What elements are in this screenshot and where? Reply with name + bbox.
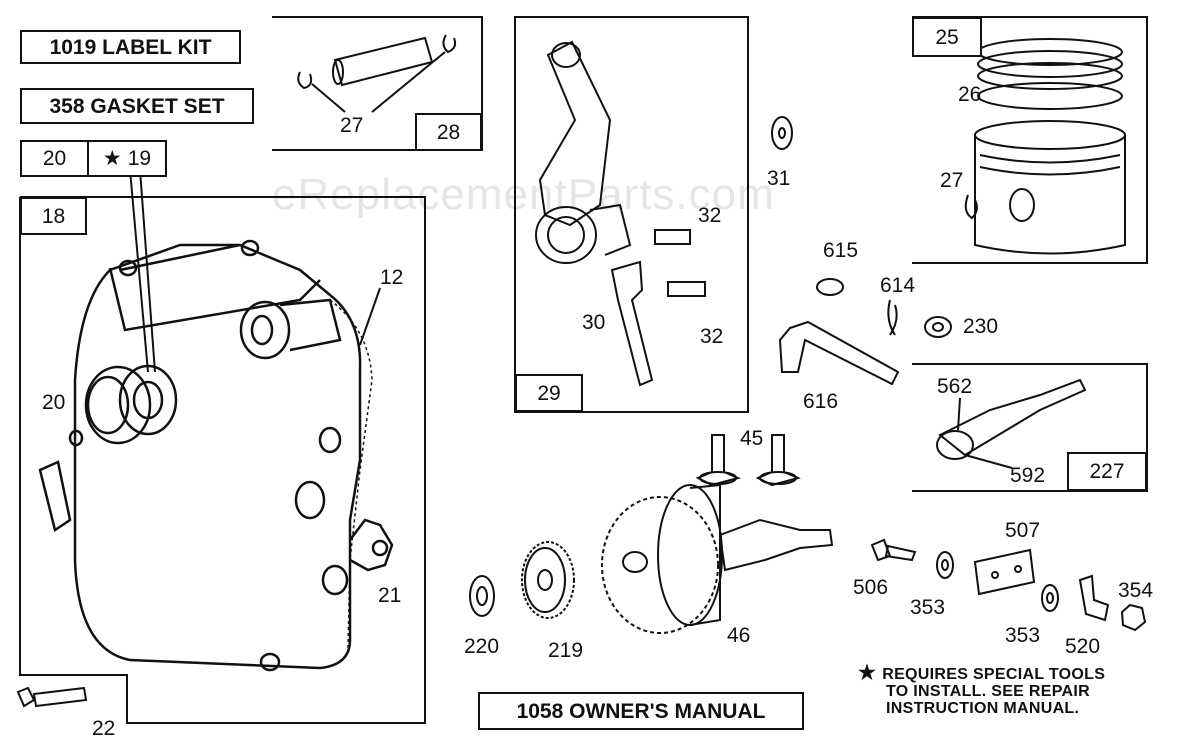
washer-220-drawing xyxy=(469,575,495,617)
callout-32-lower: 32 xyxy=(700,325,724,348)
callout-27-pin-clip: 27 xyxy=(340,114,364,137)
callout-615: 615 xyxy=(823,239,859,262)
leader-19b xyxy=(139,169,156,373)
crankcase-cover-drawing xyxy=(38,239,394,672)
ref-box-20: 20 xyxy=(20,140,89,177)
group-25-frame xyxy=(912,16,1148,264)
group-29-frame xyxy=(514,16,749,413)
piston-drawing xyxy=(964,120,1126,255)
callout-230: 230 xyxy=(963,315,999,338)
callout-562: 562 xyxy=(937,375,973,398)
star-icon: ★ xyxy=(102,147,122,170)
callout-219: 219 xyxy=(548,639,584,662)
ref-box-19-label: 19 xyxy=(127,147,152,170)
tappets-drawing xyxy=(695,434,802,487)
ref-box-227: 227 xyxy=(1067,452,1147,491)
callout-220: 220 xyxy=(464,635,500,658)
callout-22: 22 xyxy=(92,717,116,740)
callout-354: 354 xyxy=(1118,579,1154,602)
group-227-frame xyxy=(912,363,1148,492)
callout-353-left: 353 xyxy=(910,596,946,619)
camshaft-drawing xyxy=(601,483,834,634)
special-tools-note: ★ REQUIRES SPECIAL TOOLS TO INSTALL. SEE … xyxy=(858,662,1106,717)
star-icon: ★ xyxy=(858,662,877,684)
callout-30: 30 xyxy=(582,311,606,334)
note-line-1-text: REQUIRES SPECIAL TOOLS xyxy=(882,666,1106,683)
governor-parts-drawing xyxy=(778,278,952,386)
ref-box-18: 18 xyxy=(20,197,87,235)
gear-219-drawing xyxy=(521,541,575,619)
hardware-drawing xyxy=(870,538,1147,632)
callout-26: 26 xyxy=(958,83,982,106)
callout-12: 12 xyxy=(380,266,404,289)
callout-507: 507 xyxy=(1005,519,1041,542)
callout-353-right: 353 xyxy=(1005,624,1041,647)
callout-27-piston-clip: 27 xyxy=(940,169,964,192)
gasket-set-box: 358 GASKET SET xyxy=(20,88,254,124)
special-tools-note-line-3: INSTRUCTION MANUAL. xyxy=(886,700,1080,717)
ref-box-25: 25 xyxy=(912,17,982,57)
callout-20: 20 xyxy=(42,391,66,414)
callout-21: 21 xyxy=(378,584,402,607)
group-18-frame xyxy=(19,196,426,724)
ref-box-29: 29 xyxy=(515,374,583,412)
owners-manual-box: 1058 OWNER'S MANUAL xyxy=(478,692,804,730)
callout-506: 506 xyxy=(853,576,889,599)
label-kit-box: 1019 LABEL KIT xyxy=(20,30,241,64)
callout-45: 45 xyxy=(740,427,764,450)
callout-31: 31 xyxy=(767,167,791,190)
ref-box-19: ★ 19 xyxy=(87,140,167,177)
special-tools-note-line-1: ★ REQUIRES SPECIAL TOOLS xyxy=(858,662,1106,684)
governor-lever-drawing xyxy=(936,378,1087,469)
group-28-frame xyxy=(272,16,483,151)
bolt-22-drawing xyxy=(16,686,88,708)
connecting-rod-drawing xyxy=(535,40,706,387)
callout-32-upper: 32 xyxy=(698,204,722,227)
ref-box-28: 28 xyxy=(415,113,482,151)
callout-46: 46 xyxy=(727,624,751,647)
callout-520: 520 xyxy=(1065,635,1101,658)
gasket-12-drawing xyxy=(329,299,373,651)
leader-12 xyxy=(359,287,381,346)
callout-614: 614 xyxy=(880,274,916,297)
piston-rings-drawing xyxy=(977,38,1123,110)
piston-pin-drawing xyxy=(297,34,457,113)
callout-616: 616 xyxy=(803,390,839,413)
washer-31-drawing xyxy=(771,116,793,150)
callout-592: 592 xyxy=(1010,464,1046,487)
leader-19a xyxy=(129,169,149,373)
special-tools-note-line-2: TO INSTALL. SEE REPAIR xyxy=(886,683,1090,700)
